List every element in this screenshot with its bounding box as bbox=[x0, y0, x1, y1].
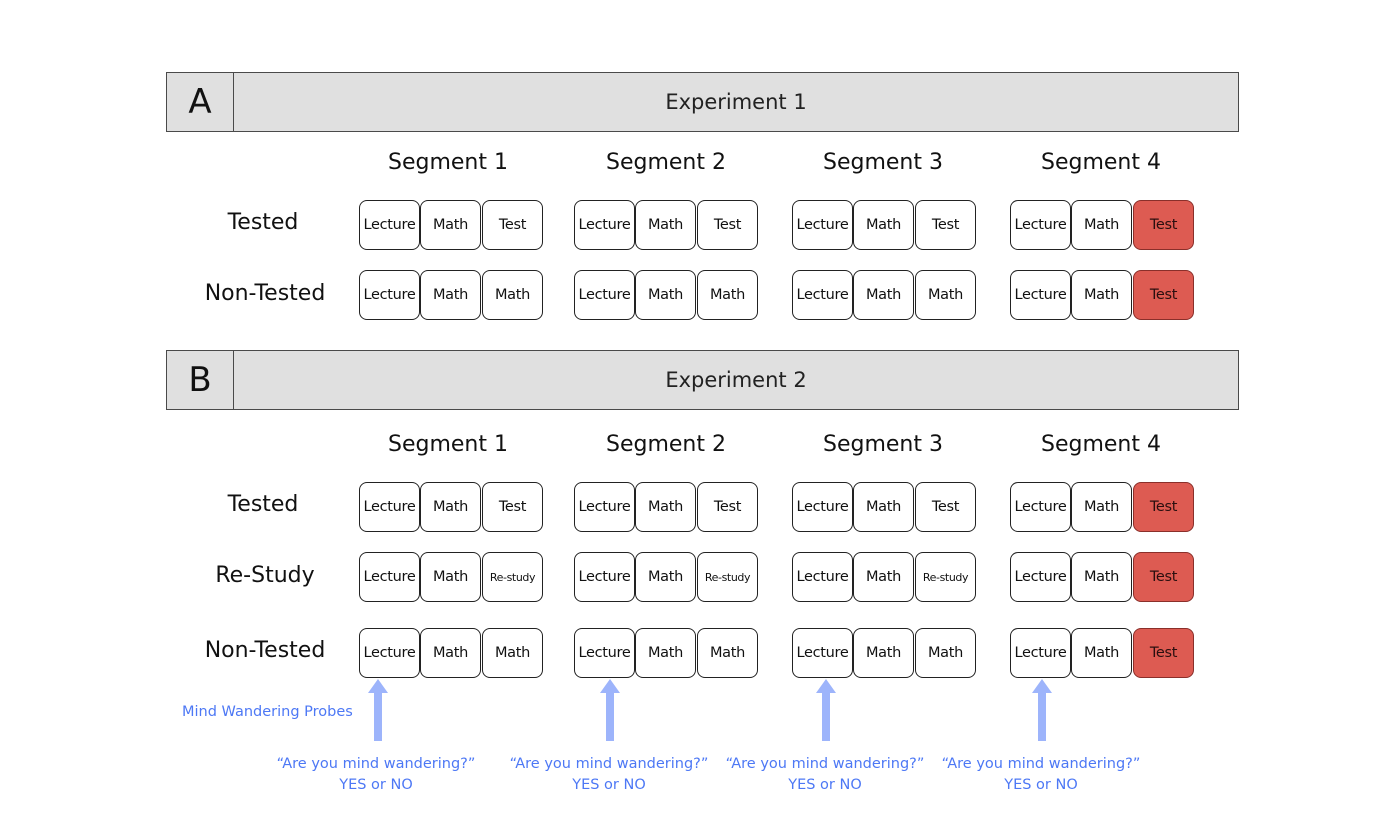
panel-a-title: Experiment 1 bbox=[665, 90, 807, 114]
box-math: Math bbox=[1071, 628, 1132, 678]
box-lecture: Lecture bbox=[792, 482, 853, 532]
segment-2-header-b: Segment 2 bbox=[606, 432, 726, 457]
box-math: Math bbox=[420, 270, 481, 320]
segment-3-header-a: Segment 3 bbox=[823, 150, 943, 175]
box-restudy: Re-study bbox=[915, 552, 976, 602]
box-final-test: Test bbox=[1133, 200, 1194, 250]
box-lecture: Lecture bbox=[359, 270, 420, 320]
box-restudy: Re-study bbox=[697, 552, 758, 602]
probe-arrow-icon bbox=[1032, 679, 1052, 741]
row-label-non-tested-a: Non-Tested bbox=[204, 281, 326, 306]
probe-arrow-icon bbox=[600, 679, 620, 741]
box-final-test: Test bbox=[1133, 552, 1194, 602]
row-label-re-study-b: Re-Study bbox=[215, 563, 315, 588]
probe-question-3: “Are you mind wandering?” YES or NO bbox=[715, 754, 935, 796]
box-math: Math bbox=[1071, 270, 1132, 320]
box-math: Math bbox=[1071, 200, 1132, 250]
box-math: Math bbox=[635, 200, 696, 250]
box-test: Test bbox=[482, 200, 543, 250]
box-lecture: Lecture bbox=[574, 482, 635, 532]
box-math: Math bbox=[420, 200, 481, 250]
segment-4-header-a: Segment 4 bbox=[1041, 150, 1161, 175]
row-label-non-tested-b: Non-Tested bbox=[204, 638, 326, 663]
box-lecture: Lecture bbox=[359, 482, 420, 532]
box-lecture: Lecture bbox=[1010, 200, 1071, 250]
probe-question-1: “Are you mind wandering?” YES or NO bbox=[266, 754, 486, 796]
box-test: Test bbox=[697, 200, 758, 250]
box-math: Math bbox=[482, 270, 543, 320]
segment-4-header-b: Segment 4 bbox=[1041, 432, 1161, 457]
probe-question-text: “Are you mind wandering?” bbox=[509, 756, 709, 772]
probe-answer-text: YES or NO bbox=[572, 777, 646, 793]
box-lecture: Lecture bbox=[1010, 628, 1071, 678]
box-lecture: Lecture bbox=[574, 552, 635, 602]
box-math: Math bbox=[853, 628, 914, 678]
box-math: Math bbox=[635, 482, 696, 532]
probe-question-text: “Are you mind wandering?” bbox=[725, 756, 925, 772]
panel-a-letter: A bbox=[167, 73, 234, 131]
probe-question-4: “Are you mind wandering?” YES or NO bbox=[931, 754, 1151, 796]
box-math: Math bbox=[420, 482, 481, 532]
probe-answer-text: YES or NO bbox=[1004, 777, 1078, 793]
box-lecture: Lecture bbox=[574, 200, 635, 250]
probe-question-text: “Are you mind wandering?” bbox=[941, 756, 1141, 772]
panel-a-header: A Experiment 1 bbox=[166, 72, 1239, 132]
box-test: Test bbox=[915, 200, 976, 250]
box-lecture: Lecture bbox=[792, 270, 853, 320]
segment-2-header-a: Segment 2 bbox=[606, 150, 726, 175]
panel-b-title: Experiment 2 bbox=[665, 368, 807, 392]
box-lecture: Lecture bbox=[792, 628, 853, 678]
probe-arrow-icon bbox=[368, 679, 388, 741]
box-lecture: Lecture bbox=[574, 270, 635, 320]
box-test: Test bbox=[915, 482, 976, 532]
box-math: Math bbox=[635, 270, 696, 320]
row-label-tested-a: Tested bbox=[227, 210, 299, 235]
probe-question-text: “Are you mind wandering?” bbox=[276, 756, 476, 772]
box-final-test: Test bbox=[1133, 270, 1194, 320]
box-test: Test bbox=[482, 482, 543, 532]
box-math: Math bbox=[915, 270, 976, 320]
probe-arrow-icon bbox=[816, 679, 836, 741]
box-final-test: Test bbox=[1133, 482, 1194, 532]
box-lecture: Lecture bbox=[1010, 482, 1071, 532]
panel-b-letter: B bbox=[167, 351, 234, 409]
box-math: Math bbox=[853, 552, 914, 602]
panel-b-header: B Experiment 2 bbox=[166, 350, 1239, 410]
box-lecture: Lecture bbox=[1010, 552, 1071, 602]
box-math: Math bbox=[482, 628, 543, 678]
box-test: Test bbox=[697, 482, 758, 532]
box-math: Math bbox=[1071, 482, 1132, 532]
probe-question-2: “Are you mind wandering?” YES or NO bbox=[499, 754, 719, 796]
box-final-test: Test bbox=[1133, 628, 1194, 678]
box-lecture: Lecture bbox=[792, 552, 853, 602]
box-lecture: Lecture bbox=[359, 200, 420, 250]
box-lecture: Lecture bbox=[574, 628, 635, 678]
box-math: Math bbox=[853, 270, 914, 320]
box-math: Math bbox=[635, 552, 696, 602]
box-lecture: Lecture bbox=[792, 200, 853, 250]
probe-answer-text: YES or NO bbox=[339, 777, 413, 793]
segment-1-header-a: Segment 1 bbox=[388, 150, 508, 175]
box-lecture: Lecture bbox=[359, 552, 420, 602]
box-restudy: Re-study bbox=[482, 552, 543, 602]
box-math: Math bbox=[697, 270, 758, 320]
box-lecture: Lecture bbox=[1010, 270, 1071, 320]
row-label-tested-b: Tested bbox=[227, 492, 299, 517]
box-math: Math bbox=[635, 628, 696, 678]
box-lecture: Lecture bbox=[359, 628, 420, 678]
mind-wandering-probes-label: Mind Wandering Probes bbox=[182, 704, 353, 720]
box-math: Math bbox=[915, 628, 976, 678]
probe-answer-text: YES or NO bbox=[788, 777, 862, 793]
box-math: Math bbox=[420, 628, 481, 678]
box-math: Math bbox=[697, 628, 758, 678]
box-math: Math bbox=[853, 200, 914, 250]
box-math: Math bbox=[1071, 552, 1132, 602]
segment-1-header-b: Segment 1 bbox=[388, 432, 508, 457]
segment-3-header-b: Segment 3 bbox=[823, 432, 943, 457]
box-math: Math bbox=[420, 552, 481, 602]
box-math: Math bbox=[853, 482, 914, 532]
